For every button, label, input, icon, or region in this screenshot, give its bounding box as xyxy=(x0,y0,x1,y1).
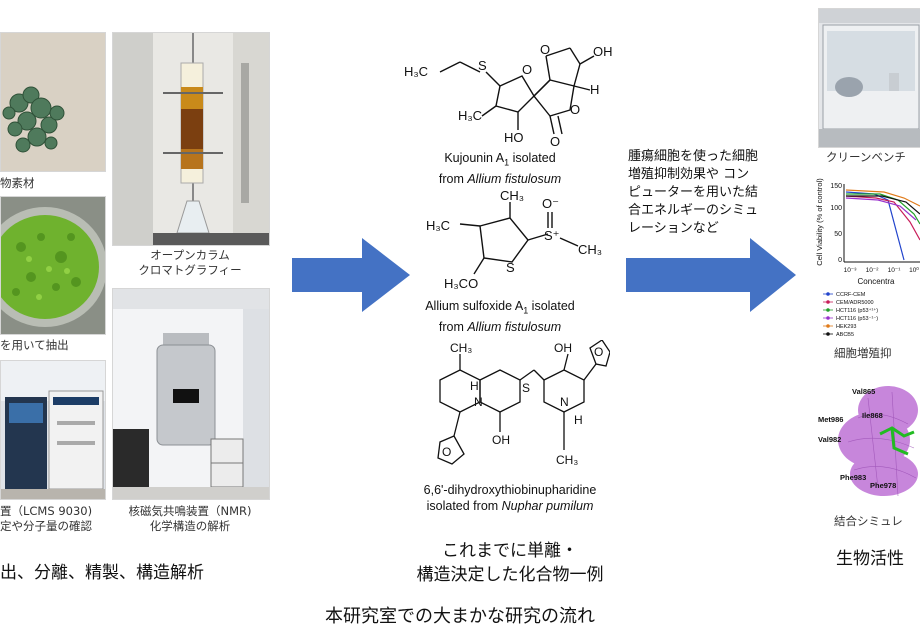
bio-activity-text: 腫瘍細胞を使った細胞 増殖抑制効果や コン ピューターを用いた結 合エネルギーの… xyxy=(628,148,788,238)
bio-text-line: 増殖抑制効果や コン xyxy=(628,167,750,182)
tb-label-6: O xyxy=(594,345,603,359)
chart-ytick: 100 xyxy=(830,205,842,212)
kujounin-structure: H₃C S O O OH H H₃C HO O O xyxy=(404,42,613,148)
residue-label: Phe983 xyxy=(840,473,866,482)
arrow-right-2 xyxy=(626,238,796,312)
thiobinupharidine-structure: CH₃ H N S OH N O OH H O CH₃ xyxy=(437,340,610,467)
open-column-caption-line2: クロマトグラフィー xyxy=(138,263,242,277)
clean-bench-caption: クリーンベンチ xyxy=(826,150,906,164)
tb-label-8: H xyxy=(574,413,583,427)
tb-label-9: O xyxy=(442,445,451,459)
chart-xtick: 10⁻³ xyxy=(844,267,858,274)
allium-sulfoxide-structure: CH₃ O⁻ H₃C S⁺ CH₃ S H₃CO xyxy=(426,188,602,291)
chart-ytick: 150 xyxy=(830,183,842,190)
as-label-0: CH₃ xyxy=(500,188,524,203)
extraction-caption: を用いて抽出 xyxy=(0,338,69,352)
plant-material-caption: 物素材 xyxy=(0,176,35,190)
legend-label: ABCB5 xyxy=(836,332,854,338)
arrow-right-1 xyxy=(292,238,410,312)
compound-1-caption: Kujounin A1 isolated from Allium fistulo… xyxy=(438,151,562,186)
legend-label: HCT116 (p53⁻¹⁻) xyxy=(836,316,878,322)
bio-text-line: レーションなど xyxy=(628,221,719,236)
kuj-label-7: HO xyxy=(504,130,524,145)
simulation-caption: 結合シミュレ xyxy=(834,514,903,528)
kuj-label-0: H₃C xyxy=(404,64,428,79)
chart-series-line xyxy=(845,195,920,241)
as-label-1: O⁻ xyxy=(542,196,559,211)
residue-label: Met986 xyxy=(818,415,843,424)
protein-surface xyxy=(838,386,918,496)
tb-label-4: OH xyxy=(554,341,572,355)
middle-stage-label-2: 構造決定した化合物一例 xyxy=(416,565,604,585)
clean-bench-photo xyxy=(818,8,920,148)
chart-series-line xyxy=(845,191,905,261)
footer-title: 本研究室での大まかな研究の流れ xyxy=(325,606,595,627)
legend-label: HEK293 xyxy=(836,324,857,330)
chart-xtick: 10⁰ xyxy=(909,266,919,274)
bio-text-line: 腫瘍細胞を使った細胞 xyxy=(628,149,759,164)
nmr-caption-line2: 化学構造の解析 xyxy=(149,519,231,533)
tb-label-7: OH xyxy=(492,433,510,447)
lcms-photo xyxy=(0,360,106,500)
nmr-photo xyxy=(112,288,270,500)
ligand xyxy=(879,426,915,456)
chart-ylabel: Cell Viability (% of control) xyxy=(815,178,824,266)
lcms-caption-line2: 定や分子量の確認 xyxy=(0,519,92,533)
compound-2-caption: Allium sulfoxide A1 isolated from Allium… xyxy=(425,299,575,334)
chart-ytick: 0 xyxy=(838,257,842,264)
kuj-label-1: S xyxy=(478,58,487,73)
kuj-label-8: O xyxy=(570,102,580,117)
arrow-shape xyxy=(626,238,796,312)
lcms-caption-line1: 置（LCMS 9030) xyxy=(0,504,93,518)
bio-text-line: ピューターを用いた結 xyxy=(628,185,759,200)
as-label-2: H₃C xyxy=(426,218,450,233)
legend-label: HCT116 (p53⁺¹⁺) xyxy=(836,307,878,314)
chart-xtick: 10⁻¹ xyxy=(888,267,902,274)
tb-label-1: H xyxy=(470,379,479,393)
chart-xlabel: Concentra xyxy=(858,277,895,286)
tb-label-5: N xyxy=(560,395,569,409)
open-column-photo xyxy=(112,32,270,246)
kuj-label-9: O xyxy=(550,134,560,148)
tb-label-10: CH₃ xyxy=(556,453,578,467)
open-column-caption-line1: オープンカラム xyxy=(150,248,230,262)
extraction-photo xyxy=(0,196,106,335)
residue-label: Val865 xyxy=(852,387,875,396)
kuj-label-5: H xyxy=(590,82,599,97)
chart-series-line xyxy=(845,197,917,221)
residue-label: Val982 xyxy=(818,435,841,444)
bio-text-line: 合エネルギーのシミュ xyxy=(628,203,759,218)
plant-material-photo xyxy=(0,32,106,172)
tb-label-3: S xyxy=(522,381,530,395)
legend-label: CCRF-CEM xyxy=(836,292,866,298)
kuj-label-3: O xyxy=(540,42,550,57)
kuj-label-2: O xyxy=(522,62,532,77)
as-label-6: H₃CO xyxy=(444,276,478,291)
viability-chart: Cell Viability (% of control) 150100500 … xyxy=(814,170,920,344)
tb-label-2: N xyxy=(474,395,483,409)
right-stage-label: 生物活性 xyxy=(836,549,904,569)
chart-ytick: 50 xyxy=(834,231,842,238)
residue-label: Ile868 xyxy=(862,411,883,420)
as-label-5: S xyxy=(506,260,515,275)
as-label-3: S⁺ xyxy=(544,228,560,243)
middle-stage-label-1: これまでに単離・ xyxy=(442,541,578,561)
as-label-4: CH₃ xyxy=(578,242,602,257)
chart-caption: 細胞増殖抑 xyxy=(834,346,892,360)
chart-axes xyxy=(843,184,920,263)
nmr-caption-line1: 核磁気共鳴装置（NMR) xyxy=(128,504,252,518)
tb-label-0: CH₃ xyxy=(450,341,472,355)
chart-series-line xyxy=(845,189,920,207)
residue-label: Phe978 xyxy=(870,481,896,490)
compound-3-caption: 6,6'-dihydroxythiobinupharidine isolated… xyxy=(423,483,597,513)
chart-series-line xyxy=(846,195,920,215)
legend-label: CEM/ADR5000 xyxy=(836,300,874,306)
chart-xtick: 10⁻² xyxy=(866,267,880,274)
kuj-label-4: OH xyxy=(593,44,613,59)
left-stage-label: 出、分離、精製、構造解析 xyxy=(0,563,204,583)
arrow-shape xyxy=(292,238,410,312)
binding-simulation-image: Val865 Met986 Ile868 Val982 Phe983 Phe97… xyxy=(818,378,920,502)
kuj-label-6: H₃C xyxy=(458,108,482,123)
